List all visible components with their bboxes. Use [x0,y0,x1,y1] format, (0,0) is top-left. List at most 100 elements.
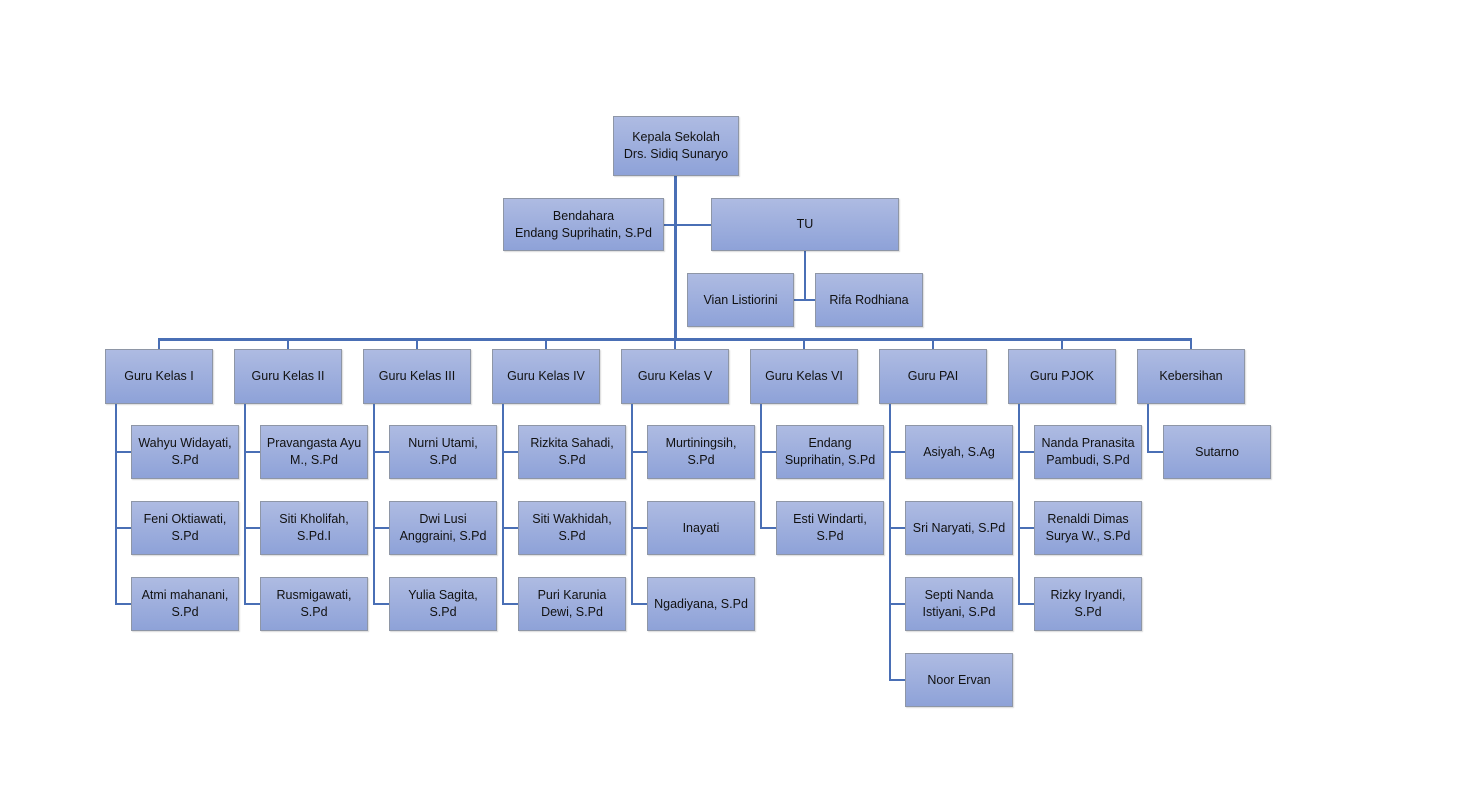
member-box: Nurni Utami, S.Pd [389,425,497,479]
connector-line [1018,451,1035,453]
member-name: Nanda Pranasita Pambudi, S.Pd [1041,436,1135,467]
connector-line [502,404,504,604]
connector-line [115,603,132,605]
member-box: Wahyu Widayati, S.Pd [131,425,239,479]
member-name: Siti Wakhidah, S.Pd [532,512,612,543]
tu-member-box: Vian Listiorini [687,273,794,327]
connector-line [674,176,677,340]
tu-title: TU [796,217,814,231]
member-box: Esti Windarti, S.Pd [776,501,884,555]
connector-line [287,340,289,349]
member-name: Ngadiyana, S.Pd [654,596,748,611]
group-header-box: Kebersihan [1137,349,1245,404]
member-box: Feni Oktiawati, S.Pd [131,501,239,555]
connector-line [244,404,246,604]
member-box: Siti Kholifah, S.Pd.I [260,501,368,555]
member-box: Asiyah, S.Ag [905,425,1013,479]
group-header-box: Guru PAI [879,349,987,404]
member-box: Pravangasta Ayu M., S.Pd [260,425,368,479]
connector-line [502,603,519,605]
member-box: Inayati [647,501,755,555]
bendahara-name: Endang Suprihatin, S.Pd [515,225,652,240]
connector-line [416,340,418,349]
member-box: Noor Ervan [905,653,1013,707]
connector-line [115,451,132,453]
member-name: Esti Windarti, S.Pd [793,512,867,543]
head-title: Kepala Sekolah [632,130,720,144]
connector-line [631,404,633,604]
member-name: Endang Suprihatin, S.Pd [784,436,876,467]
group-title: Guru PAI [907,369,959,383]
member-box: Nanda Pranasita Pambudi, S.Pd [1034,425,1142,479]
connector-line [158,340,160,349]
connector-line [1147,404,1149,452]
head-box: Kepala Sekolah Drs. Sidiq Sunaryo [613,116,739,176]
group-header-box: Guru Kelas II [234,349,342,404]
member-box: Yulia Sagita, S.Pd [389,577,497,631]
connector-line [373,603,390,605]
connector-line [1190,340,1192,349]
connector-line [373,451,390,453]
connector-line [631,527,648,529]
member-name: Puri Karunia Dewi, S.Pd [537,588,607,619]
member-name: Dwi Lusi Anggraini, S.Pd [399,512,487,543]
connector-line [631,603,648,605]
group-title: Guru Kelas IV [507,369,585,383]
member-name: Noor Ervan [927,672,991,687]
connector-line [760,527,777,529]
group-title: Guru Kelas VI [765,369,843,383]
connector-line [889,527,906,529]
connector-line [932,340,934,349]
connector-line [803,340,805,349]
connector-line [889,679,906,681]
bendahara-title: Bendahara [552,208,615,223]
tu-box: TU [711,198,899,251]
connector-line [244,451,261,453]
connector-line [889,451,906,453]
member-box: Endang Suprihatin, S.Pd [776,425,884,479]
group-header-box: Guru Kelas VI [750,349,858,404]
member-box: Rusmigawati, S.Pd [260,577,368,631]
connector-line [631,451,648,453]
connector-line [545,340,547,349]
member-name: Renaldi Dimas Surya W., S.Pd [1045,512,1131,543]
connector-line [804,251,806,301]
connector-line [244,603,261,605]
connector-line [373,404,375,604]
group-header-box: Guru Kelas III [363,349,471,404]
connector-line [115,527,132,529]
group-header-box: Guru Kelas IV [492,349,600,404]
member-name: Nurni Utami, S.Pd [408,436,478,467]
connector-line [158,338,1192,341]
group-header-box: Guru PJOK [1008,349,1116,404]
connector-line [1018,527,1035,529]
member-name: Murtiningsih, S.Pd [665,436,737,467]
connector-line [889,603,906,605]
member-box: Rizky Iryandi, S.Pd [1034,577,1142,631]
connector-line [674,340,676,349]
member-name: Pravangasta Ayu M., S.Pd [266,436,362,467]
member-box: Septi Nanda Istiyani, S.Pd [905,577,1013,631]
member-name: Septi Nanda Istiyani, S.Pd [922,588,996,619]
tu-member-name: Rifa Rodhiana [829,292,909,307]
group-title: Guru Kelas I [124,369,194,383]
member-name: Rizky Iryandi, S.Pd [1050,588,1126,619]
connector-line [1018,603,1035,605]
member-name: Sutarno [1195,444,1239,459]
group-header-box: Guru Kelas V [621,349,729,404]
member-name: Feni Oktiawati, S.Pd [143,512,227,543]
member-box: Puri Karunia Dewi, S.Pd [518,577,626,631]
connector-line [664,224,711,226]
member-box: Siti Wakhidah, S.Pd [518,501,626,555]
connector-line [502,451,519,453]
member-box: Atmi mahanani, S.Pd [131,577,239,631]
member-name: Asiyah, S.Ag [923,444,995,459]
member-name: Siti Kholifah, S.Pd.I [279,512,349,543]
member-name: Yulia Sagita, S.Pd [408,588,478,619]
tu-member-box: Rifa Rodhiana [815,273,923,327]
connector-line [373,527,390,529]
connector-line [115,404,117,604]
bendahara-box: Bendahara Endang Suprihatin, S.Pd [503,198,664,251]
group-title: Guru Kelas V [637,369,713,383]
